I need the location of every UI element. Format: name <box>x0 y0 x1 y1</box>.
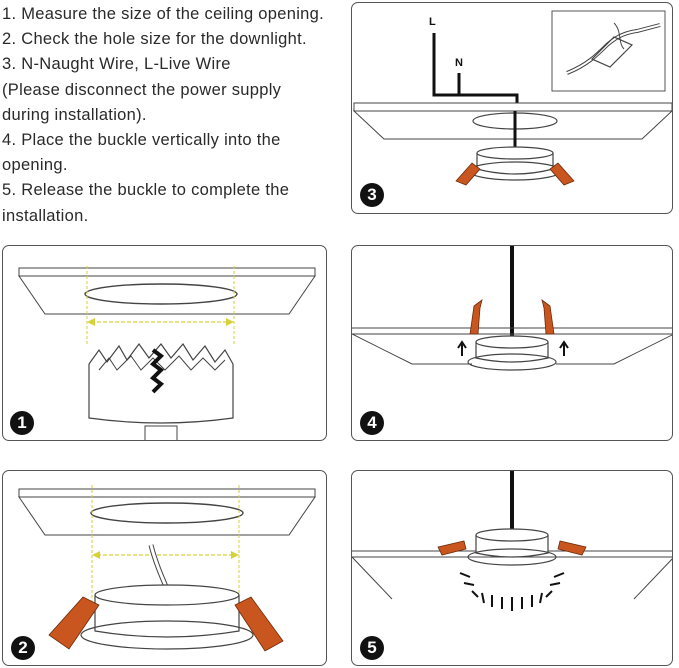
inset-connector <box>590 36 634 68</box>
step5-release-panel: 5 <box>351 470 673 666</box>
spring-clip-right <box>557 540 587 556</box>
step3-illustration <box>352 10 672 186</box>
light-rays <box>459 572 565 611</box>
step-number-badge: 3 <box>360 183 384 207</box>
instruction-line: installation. <box>2 206 89 225</box>
step1-measure-panel: 1 <box>2 245 327 441</box>
instruction-line: (Please disconnect the power supply <box>2 80 282 99</box>
step4-insert-panel: 4 <box>351 245 673 441</box>
step-number-badge: 2 <box>11 636 35 660</box>
spring-clip-right <box>549 162 575 186</box>
step5-illustration <box>352 471 672 611</box>
downlight-body <box>94 595 240 638</box>
instruction-line: 5. Release the buckle to complete the <box>2 181 290 200</box>
instruction-line: 4. Place the buckle vertically into the <box>2 131 281 150</box>
step4-illustration <box>352 246 672 371</box>
instruction-list: 1. Measure the size of the ceiling openi… <box>2 2 347 229</box>
spring-clip-left <box>455 162 481 186</box>
up-arrow-icon <box>457 340 467 356</box>
instruction-line: 1. Measure the size of the ceiling openi… <box>2 5 325 23</box>
instruction-line: 2. Check the hole size for the downlight… <box>2 30 307 49</box>
hole-saw <box>88 364 234 424</box>
spring-clip-left <box>437 540 467 556</box>
step-number-badge: 1 <box>10 411 34 435</box>
step-number-badge: 4 <box>360 411 384 435</box>
spring-clip-right <box>234 596 284 652</box>
live-wire-label: L <box>429 16 436 28</box>
neutral-wire-label: N <box>455 57 463 69</box>
connector-inset-box <box>551 10 666 92</box>
step2-illustration <box>18 485 316 652</box>
step2-check-panel: 2 <box>2 470 327 666</box>
instruction-line: 3. N-Naught Wire, L-Live Wire <box>2 55 231 74</box>
instruction-line: during installation). <box>2 105 147 124</box>
step-number-badge: 5 <box>360 636 384 660</box>
spring-clip-left <box>469 299 483 335</box>
instruction-line: opening. <box>2 156 68 175</box>
up-arrow-icon <box>559 340 569 356</box>
step3-wiring-panel: L N 3 <box>351 2 673 214</box>
step1-illustration <box>18 266 316 440</box>
spring-clip-right <box>541 299 555 335</box>
spring-clip-left <box>48 596 100 650</box>
drill-bit <box>149 348 165 394</box>
